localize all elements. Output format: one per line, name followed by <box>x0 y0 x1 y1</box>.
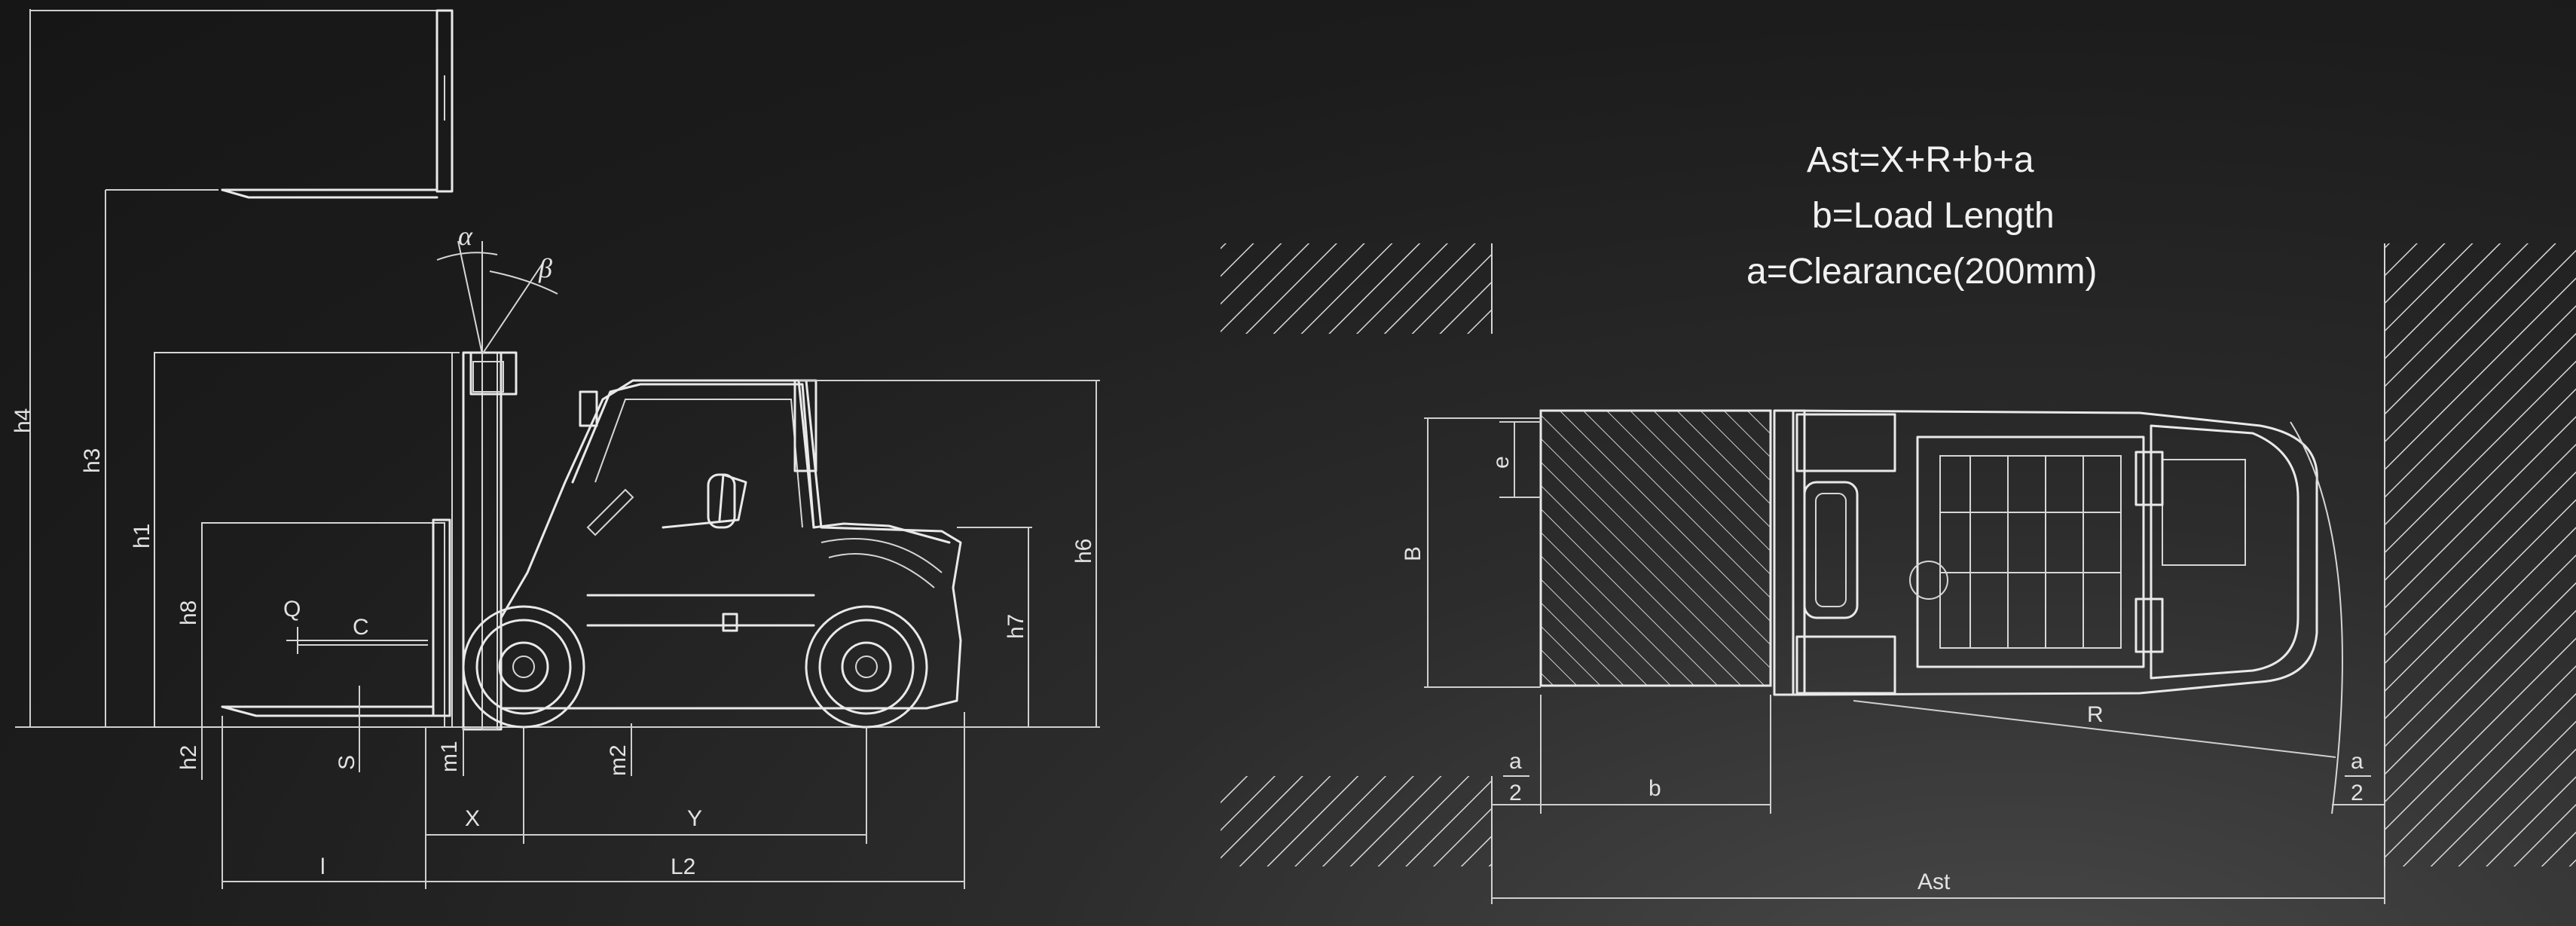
h2-dimension: h2 <box>176 704 203 780</box>
h6-label: h6 <box>1071 539 1096 564</box>
h7-dimension: h7 <box>957 527 1032 727</box>
l2-label: L2 <box>671 854 695 879</box>
h6-dimension: h6 <box>799 380 1100 727</box>
wall-right <box>2385 243 2576 866</box>
h3-dimension: h3 <box>80 189 218 727</box>
load-outline-lowered <box>201 522 445 728</box>
formula-block: Ast=X+R+b+a b=Load Length a=Clearance(20… <box>1746 140 2098 292</box>
l-label: l <box>320 854 325 879</box>
load-center: Q C <box>283 597 428 654</box>
truck-body <box>500 379 962 710</box>
ast-label: Ast <box>1917 869 1951 894</box>
truck-top <box>1773 409 2318 696</box>
h7-label: h7 <box>1004 614 1028 639</box>
a-half-left-den: 2 <box>1509 781 1522 805</box>
side-view: h4 h3 h1 h8 h2 <box>11 9 1100 889</box>
h1-label: h1 <box>130 524 154 549</box>
s-dimension: S <box>335 686 360 772</box>
mast <box>462 351 518 731</box>
s-label: S <box>335 755 359 770</box>
y-label: Y <box>687 806 702 831</box>
b-load-label: b <box>1649 776 1661 801</box>
formula-b: b=Load Length <box>1812 196 2055 236</box>
alpha-label: α <box>458 221 473 251</box>
bottom-dimensions: b Ast a 2 a 2 <box>1491 695 2385 904</box>
q-label: Q <box>283 597 301 622</box>
h2-label: h2 <box>176 745 201 770</box>
m2-label: m2 <box>606 744 631 776</box>
r-radius: R <box>1853 421 2343 814</box>
h4-label: h4 <box>11 408 35 433</box>
lowered-fork <box>221 518 451 717</box>
a-half-right-num: a <box>2351 749 2364 774</box>
h3-label: h3 <box>80 448 105 473</box>
formula-ast: Ast=X+R+b+a <box>1807 140 2034 180</box>
raised-fork <box>221 9 454 199</box>
wall-bottom-left <box>1221 776 1492 866</box>
e-label: e <box>1489 456 1514 469</box>
top-view: B e <box>1221 243 2576 904</box>
x-y-dimension: X Y <box>425 712 965 889</box>
m1-label: m1 <box>437 741 462 772</box>
beta-label: β <box>538 253 552 283</box>
wall-top-left <box>1221 243 1492 334</box>
l-l2-dimension: l L2 <box>222 716 964 889</box>
h8-dimension: h8 <box>176 522 445 727</box>
h4-dimension: h4 <box>11 9 1100 728</box>
b-width-dimension: B <box>1401 417 1541 688</box>
a-half-left-num: a <box>1509 749 1522 774</box>
b-width-label: B <box>1401 546 1426 561</box>
tilt-angles: α β <box>436 221 558 355</box>
h8-label: h8 <box>176 601 201 625</box>
m1-dimension: m1 <box>437 727 464 776</box>
formula-a: a=Clearance(200mm) <box>1746 252 2098 292</box>
load-top <box>1539 409 1772 687</box>
m2-dimension: m2 <box>606 723 632 776</box>
h1-dimension: h1 <box>130 352 460 727</box>
c-label: C <box>353 615 369 640</box>
x-label: X <box>465 806 480 831</box>
e-dimension: e <box>1489 421 1541 498</box>
load-outline <box>154 352 453 728</box>
r-label: R <box>2087 702 2104 727</box>
a-half-right-den: 2 <box>2351 781 2364 805</box>
